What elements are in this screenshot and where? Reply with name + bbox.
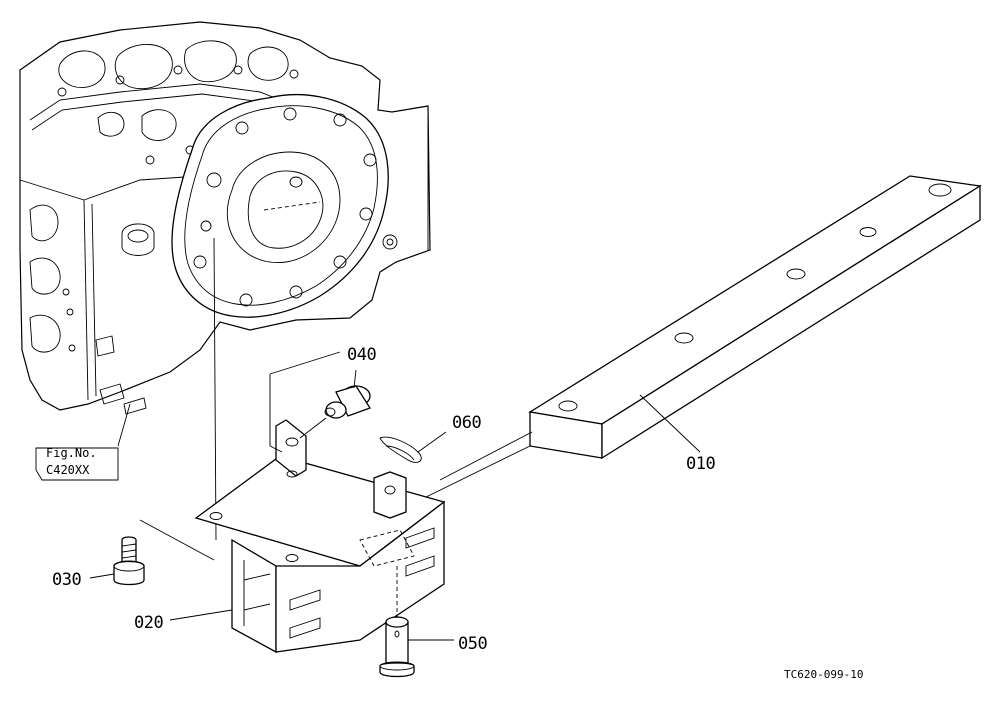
callout-040: 040 — [347, 345, 376, 365]
drawbar-part-010 — [419, 175, 982, 501]
plug-part-040 — [299, 369, 371, 439]
clip-part-060 — [379, 431, 447, 463]
pin-part-050 — [379, 566, 454, 678]
drawing-code: TC620-099-10 — [784, 668, 863, 681]
figure-reference-line2: C420XX — [46, 463, 90, 477]
callout-050: 050 — [458, 634, 487, 654]
callout-020: 020 — [134, 613, 163, 633]
callout-060: 060 — [452, 413, 481, 433]
callout-labels: 010 020 030 040 050 060 — [52, 345, 716, 654]
callout-010: 010 — [686, 454, 715, 474]
transmission-housing — [19, 21, 431, 541]
figure-reference: Fig.No. C420XX — [35, 403, 131, 481]
figure-reference-line1: Fig.No. — [46, 446, 97, 460]
bolt-part-030 — [89, 536, 145, 586]
bracket-part-020 — [139, 351, 446, 654]
callout-030: 030 — [52, 570, 81, 590]
